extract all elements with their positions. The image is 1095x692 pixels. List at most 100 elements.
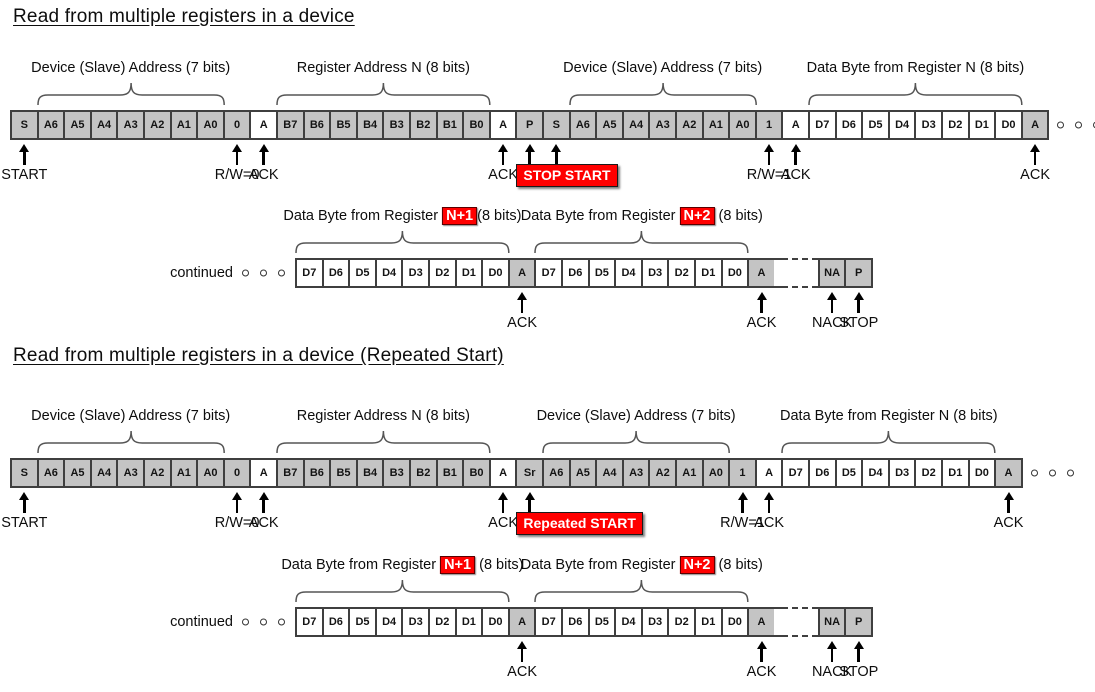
dot-icon [242, 618, 249, 626]
arrow-head [258, 492, 269, 500]
group-label-text: (8 bits) [714, 208, 763, 224]
bit-cell: Sr [515, 458, 544, 488]
arrow-stem [520, 649, 524, 662]
bit-cell: D4 [374, 258, 404, 288]
continuation-dots [242, 618, 285, 626]
group-label: Data Byte from Register N+2 (8 bits) [521, 556, 763, 574]
arrow-head [232, 492, 243, 500]
bit-cell: A [249, 458, 278, 488]
bit-cell: D3 [640, 607, 670, 637]
bit-cell: NA [817, 607, 847, 637]
bit-cell: B2 [409, 458, 438, 488]
bit-cell: A6 [36, 110, 66, 140]
bit-cell: D0 [720, 258, 750, 288]
bit-cell: A5 [63, 458, 92, 488]
up-arrow-icon [516, 641, 528, 662]
up-arrow-icon [756, 292, 768, 313]
register-offset-chip: N+2 [679, 207, 715, 225]
bit-cell: B0 [462, 110, 491, 140]
arrow-head [258, 144, 269, 152]
bit-cell: D3 [640, 258, 670, 288]
bit-cell: A [507, 258, 537, 288]
group-label: Data Byte from Register N (8 bits) [806, 60, 1025, 76]
arrow-head [790, 144, 801, 152]
up-arrow-icon [550, 144, 562, 165]
bit-cell: D1 [454, 258, 484, 288]
arrow-stem [262, 152, 265, 165]
bit-cell: A3 [621, 458, 651, 488]
bit-cell: 1 [754, 110, 784, 140]
up-arrow-icon [763, 144, 775, 165]
arrow-stem [528, 500, 531, 513]
bit-cell: D6 [321, 607, 351, 637]
brace-icon [534, 230, 749, 254]
bit-cell: D1 [941, 458, 970, 488]
continued-label: continued [170, 614, 233, 630]
bit-cell: D2 [941, 110, 970, 140]
brace-icon [276, 430, 491, 454]
arrow-head [19, 144, 30, 152]
signal-label: ACK [248, 515, 279, 531]
bit-cell: A4 [621, 110, 651, 140]
bit-cell: A1 [169, 458, 199, 488]
bit-cell: P [515, 110, 544, 140]
bit-cell: D7 [534, 607, 563, 637]
bit-cell: B6 [302, 110, 332, 140]
arrow-head [232, 144, 243, 152]
arrow-head [764, 144, 775, 152]
arrow-stem [555, 152, 558, 165]
signal-label: R/W=1 [746, 167, 792, 183]
arrow-stem [1033, 152, 1037, 165]
stream-gap-dashed [781, 607, 818, 637]
arrow-head [19, 492, 30, 500]
bit-cell: B1 [435, 458, 465, 488]
bit-cell: S [10, 110, 39, 140]
bit-cell: D2 [428, 258, 457, 288]
bit-cell: D4 [374, 607, 404, 637]
up-arrow-icon [1003, 492, 1015, 513]
bit-cell: A2 [648, 458, 677, 488]
bit-cell: P [844, 258, 873, 288]
dot-icon [1066, 469, 1074, 477]
arrow-head [498, 144, 509, 152]
bit-cell: A2 [143, 458, 172, 488]
bit-cell: B0 [462, 458, 491, 488]
arrow-head [1030, 144, 1041, 152]
bit-cell: A [488, 110, 518, 140]
signal-label: NACK [811, 315, 853, 331]
signal-label: ACK [488, 167, 519, 183]
bit-cell: B1 [435, 110, 465, 140]
arrow-head [551, 144, 562, 152]
bit-cell: B7 [276, 458, 305, 488]
bit-cell: D0 [481, 607, 510, 637]
bit-cell: 1 [728, 458, 757, 488]
group-label: Register Address N (8 bits) [296, 60, 471, 76]
bit-cell: A0 [701, 458, 731, 488]
up-arrow-icon [737, 492, 749, 513]
stream-gap-solid [773, 258, 782, 288]
bit-cell: S [542, 110, 571, 140]
bit-cell: 0 [222, 110, 252, 140]
bit-cell: A [994, 458, 1023, 488]
section-title: Read from multiple registers in a device [13, 6, 355, 27]
bit-cell: D6 [321, 258, 351, 288]
bit-cell: A0 [728, 110, 757, 140]
bit-cell: D3 [914, 110, 943, 140]
bit-cell: D7 [295, 258, 324, 288]
arrow-stem [857, 300, 860, 313]
arrow-stem [830, 649, 834, 662]
bit-cell: A [249, 110, 278, 140]
bit-cell: A0 [196, 110, 225, 140]
bit-cell: A4 [595, 458, 624, 488]
continuation-dots [1057, 121, 1095, 129]
brace-icon [295, 579, 510, 603]
arrow-stem [760, 649, 763, 662]
bit-cell: A [747, 258, 776, 288]
bit-cell: A1 [701, 110, 731, 140]
up-arrow-icon [826, 641, 838, 662]
bit-cell: D1 [694, 258, 723, 288]
arrow-stem [501, 152, 505, 165]
brace-icon [542, 430, 730, 454]
arrow-head [827, 292, 838, 300]
bit-cell: D7 [295, 607, 324, 637]
